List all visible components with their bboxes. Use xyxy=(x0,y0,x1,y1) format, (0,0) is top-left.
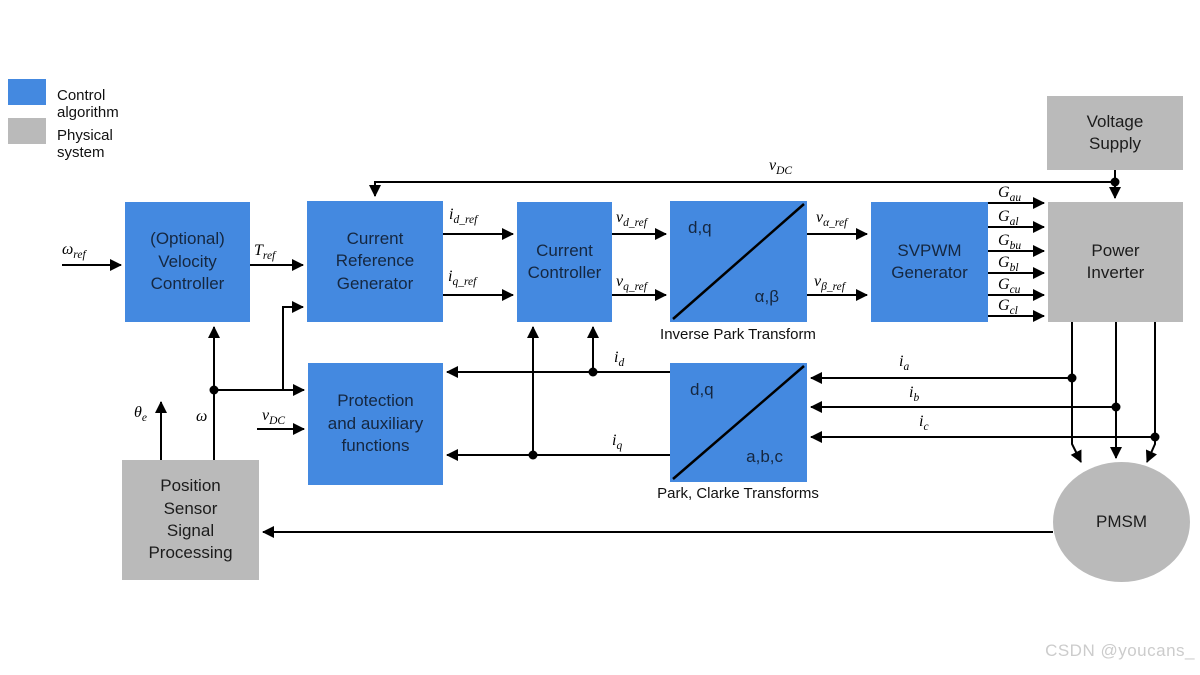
legend-control-swatch xyxy=(8,79,46,105)
signal-vdc-protection: vDC xyxy=(262,407,286,428)
block-protection-auxiliary: Protection and auxiliary functions xyxy=(308,363,443,485)
signal-g-bl: Gbl xyxy=(998,254,1019,275)
signal-i-q: iq xyxy=(612,432,623,453)
signal-id-ref: id_ref xyxy=(449,206,478,227)
signal-theta-e: θe xyxy=(134,404,147,425)
protection-label: Protection and auxiliary functions xyxy=(327,391,424,456)
svpwm-generator-label: SVPWM Generator xyxy=(891,240,968,282)
signal-i-d: id xyxy=(614,349,625,370)
park-clarke-caption: Park, Clarke Transforms xyxy=(657,485,819,502)
block-inverse-park-transform: d,q α,β xyxy=(670,201,807,322)
signal-omega: ω xyxy=(196,408,208,425)
signal-t-ref: Tref xyxy=(254,242,276,263)
signal-g-cl: Gcl xyxy=(998,297,1018,318)
block-current-reference-generator: Current Reference Generator xyxy=(307,201,443,322)
signal-i-a: ia xyxy=(899,353,910,374)
park-clarke-dq-label: d,q xyxy=(690,380,714,399)
inverse-park-dq-label: d,q xyxy=(688,218,712,237)
signal-vq-ref: vq_ref xyxy=(616,273,647,294)
signal-i-c: ic xyxy=(919,413,929,434)
signal-iq-ref: iq_ref xyxy=(448,268,477,289)
signal-i-b: ib xyxy=(909,384,920,405)
csdn-watermark: CSDN @youcans_ xyxy=(1045,641,1195,660)
block-park-clarke-transform: d,q a,b,c xyxy=(670,363,807,482)
signal-g-au: Gau xyxy=(998,184,1022,205)
arrow-inverter-phase-c xyxy=(1145,322,1157,463)
legend-control-label: Control algorithm xyxy=(57,87,119,121)
inverse-park-caption: Inverse Park Transform xyxy=(660,326,816,343)
current-controller-label: Current Controller xyxy=(527,240,602,282)
signal-g-al: Gal xyxy=(998,208,1019,229)
current-reference-generator-label: Current Reference Generator xyxy=(335,228,415,293)
inverse-park-alphabeta-label: α,β xyxy=(754,286,779,306)
park-clarke-abc-label: a,b,c xyxy=(746,446,783,466)
block-pmsm-motor: PMSM xyxy=(1053,462,1190,582)
signal-vd-ref: vd_ref xyxy=(616,209,647,230)
block-power-inverter: Power Inverter xyxy=(1048,202,1183,322)
legend-physical-swatch xyxy=(8,118,46,144)
legend-physical-label: Physical system xyxy=(57,127,113,161)
block-current-controller: Current Controller xyxy=(517,202,612,322)
block-position-sensor: Position Sensor Signal Processing xyxy=(122,460,259,580)
arrow-inverter-phase-a xyxy=(1070,322,1082,463)
arrow-omega-to-crg xyxy=(282,301,304,390)
signal-valpha-ref: vα_ref xyxy=(816,209,848,230)
block-voltage-supply: Voltage Supply xyxy=(1047,96,1183,170)
pmsm-label: PMSM xyxy=(1096,511,1147,531)
block-svpwm-generator: SVPWM Generator xyxy=(871,202,988,322)
signal-g-bu: Gbu xyxy=(998,232,1022,253)
signal-g-cu: Gcu xyxy=(998,276,1021,297)
signal-omega-ref: ωref xyxy=(62,241,86,262)
power-inverter-label: Power Inverter xyxy=(1086,240,1145,282)
voltage-supply-label: Voltage Supply xyxy=(1086,111,1144,153)
signal-vdc-feedback: vDC xyxy=(769,157,793,178)
signal-vbeta-ref: vβ_ref xyxy=(814,273,845,294)
velocity-controller-label: (Optional) Velocity Controller xyxy=(150,229,225,294)
block-velocity-controller: (Optional) Velocity Controller xyxy=(125,202,250,322)
position-sensor-label: Position Sensor Signal Processing xyxy=(148,476,233,563)
